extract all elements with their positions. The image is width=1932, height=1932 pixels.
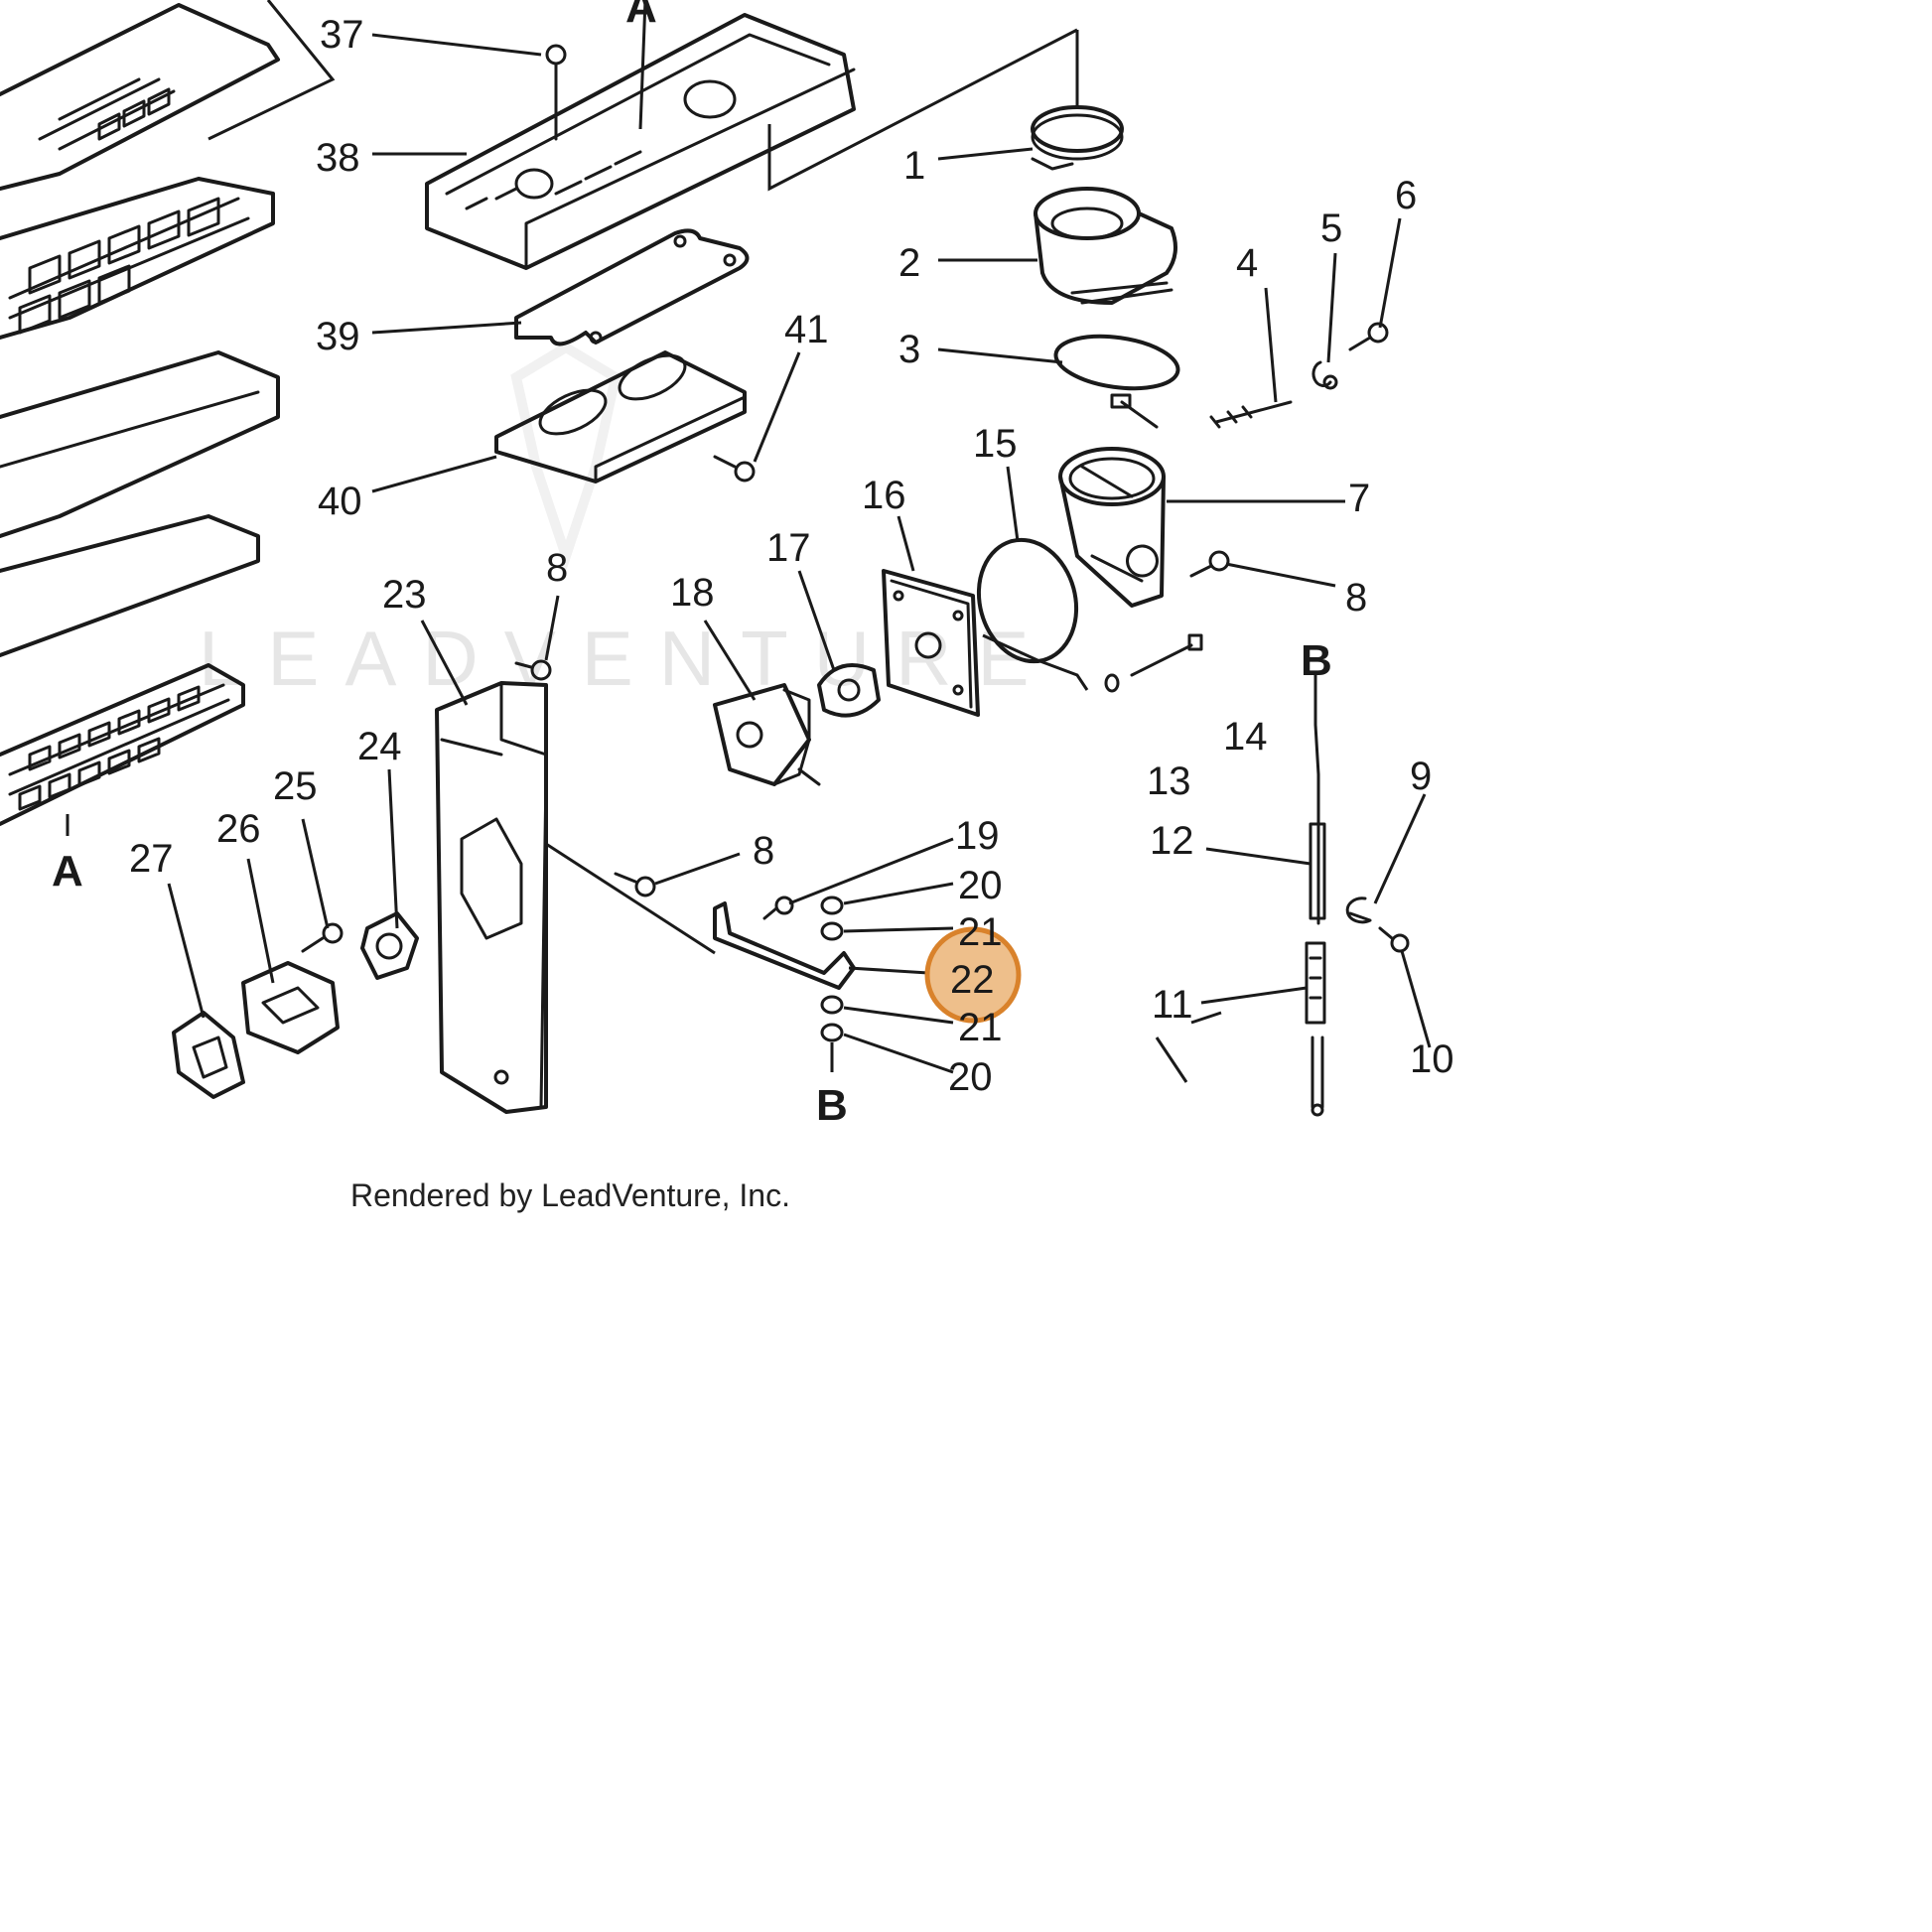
screw-8-right — [1189, 550, 1230, 578]
carb-adapter-7 — [1058, 447, 1166, 608]
screw-8-lower — [614, 872, 656, 897]
bolt-14 — [1130, 633, 1203, 677]
part-label-20-top[interactable]: 20 — [958, 864, 1003, 907]
screw-6 — [1348, 322, 1389, 351]
gasket-24 — [360, 911, 419, 980]
part-label-21-top[interactable]: 21 — [958, 910, 1003, 954]
credit-text: Rendered by LeadVenture, Inc. — [350, 1177, 790, 1213]
part-label-8-top[interactable]: 8 — [546, 546, 568, 590]
screw-10 — [1378, 926, 1410, 953]
part-label-8-lower[interactable]: 8 — [753, 829, 774, 873]
part-label-8-right[interactable]: 8 — [1345, 576, 1367, 620]
part-label-13[interactable]: 13 — [1147, 759, 1191, 803]
part-label-2[interactable]: 2 — [898, 241, 920, 285]
part-label-37[interactable]: 37 — [320, 13, 364, 57]
section-label-b-right: B — [1301, 636, 1332, 685]
section-label-a-bottom: A — [52, 847, 83, 896]
gasket-39 — [514, 228, 750, 346]
part-labels: 37 38 39 40 41 1 2 3 4 5 6 7 8 8 8 9 10 … — [129, 13, 1454, 1099]
cable-sleeve-11 — [1305, 941, 1326, 1117]
washers-20-21 — [820, 896, 844, 1072]
cable-12 — [1309, 683, 1326, 925]
part-label-19[interactable]: 19 — [955, 814, 1000, 858]
part-label-40[interactable]: 40 — [318, 480, 362, 523]
part-label-41[interactable]: 41 — [784, 308, 829, 351]
part-label-20-bottom[interactable]: 20 — [948, 1055, 993, 1099]
part-label-4[interactable]: 4 — [1236, 241, 1258, 285]
part-label-39[interactable]: 39 — [316, 315, 360, 358]
spacer-26 — [241, 961, 340, 1054]
leader-lines — [167, 33, 1432, 1083]
gasket-15 — [976, 537, 1079, 664]
air-filter-grid — [0, 663, 245, 826]
throttle-shaft-4 — [1209, 400, 1293, 429]
throttle-lever-22 — [713, 901, 856, 990]
part-label-15[interactable]: 15 — [973, 422, 1018, 466]
nut-13 — [1104, 673, 1120, 693]
part-label-24[interactable]: 24 — [357, 725, 402, 768]
part-label-9[interactable]: 9 — [1410, 755, 1432, 798]
air-filter-cover — [0, 3, 280, 191]
highlight-marker[interactable] — [924, 926, 1022, 1024]
part-label-22[interactable]: 22 — [950, 958, 995, 1002]
section-label-b-bottom: B — [816, 1081, 848, 1130]
air-filter-pad-2 — [0, 514, 260, 657]
part-label-26[interactable]: 26 — [216, 807, 261, 851]
gasket-27 — [172, 1011, 245, 1099]
part-label-10[interactable]: 10 — [1410, 1037, 1454, 1081]
part-label-12[interactable]: 12 — [1150, 819, 1194, 863]
part-label-16[interactable]: 16 — [862, 474, 906, 517]
clip-5 — [1311, 360, 1338, 390]
clamp-1 — [1031, 105, 1124, 171]
part-label-1[interactable]: 1 — [903, 144, 925, 188]
clamp-3 — [1053, 334, 1180, 429]
mounting-bracket-23 — [435, 681, 548, 1114]
watermark-logo — [510, 342, 621, 572]
part-label-17[interactable]: 17 — [766, 526, 811, 570]
part-label-7[interactable]: 7 — [1348, 477, 1370, 520]
screw-37 — [545, 44, 567, 141]
screw-19 — [762, 896, 794, 920]
part-label-6[interactable]: 6 — [1395, 174, 1417, 217]
part-label-23[interactable]: 23 — [382, 573, 427, 617]
air-filter-element — [0, 177, 275, 340]
part-label-5[interactable]: 5 — [1320, 207, 1342, 250]
air-box-housing — [425, 13, 856, 270]
part-label-38[interactable]: 38 — [316, 136, 360, 180]
part-label-18[interactable]: 18 — [670, 571, 715, 615]
carburetor-18 — [713, 683, 821, 786]
air-filter-pad-1 — [0, 350, 280, 538]
screw-25 — [301, 922, 344, 953]
screw-41 — [713, 455, 756, 483]
part-label-21-bottom[interactable]: 21 — [958, 1006, 1003, 1049]
screw-8-top — [514, 659, 552, 681]
part-label-14[interactable]: 14 — [1223, 715, 1268, 759]
adapter-plate-40 — [494, 350, 747, 483]
part-label-27[interactable]: 27 — [129, 837, 174, 881]
intake-boot-2 — [1034, 187, 1177, 305]
part-label-11[interactable]: 11 — [1152, 983, 1193, 1027]
part-label-25[interactable]: 25 — [273, 764, 318, 808]
section-label-a-top: A — [625, 0, 657, 32]
plate-16 — [882, 569, 980, 717]
part-label-3[interactable]: 3 — [898, 328, 920, 371]
clip-9 — [1345, 897, 1372, 924]
